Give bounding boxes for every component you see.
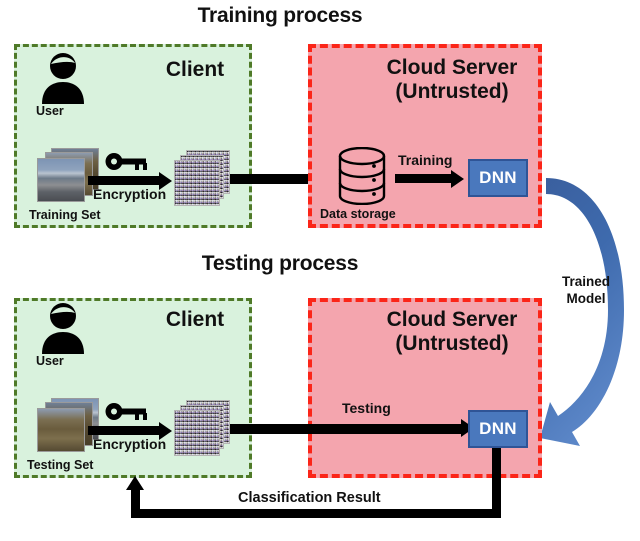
training-server-title-line1: Cloud Server <box>386 56 518 79</box>
training-dnn-box[interactable]: DNN <box>468 159 528 197</box>
training-client-title: Client <box>165 58 225 81</box>
training-server-title: Cloud Server (Untrusted) <box>368 56 536 104</box>
training-arrow-head <box>451 169 464 188</box>
key-icon <box>105 152 147 176</box>
training-data-storage-label: Data storage <box>320 207 396 221</box>
trained-model-label: Trained Model <box>556 274 616 308</box>
training-user-label: User <box>36 104 64 118</box>
trained-model-curved-arrow <box>540 178 624 446</box>
testing-client-title: Client <box>165 308 225 331</box>
training-arrow-shaft <box>395 174 452 183</box>
trained-model-label-line1: Trained <box>561 274 610 289</box>
training-encryption-arrow-head <box>159 171 172 190</box>
testing-server-box <box>308 298 542 478</box>
testing-upload-arrow-shaft <box>230 424 462 434</box>
classification-result-arrow-head <box>126 476 144 490</box>
database-cylinder-icon <box>336 146 388 210</box>
classification-result-horizontal <box>131 509 501 518</box>
classification-result-label: Classification Result <box>238 490 381 506</box>
testing-server-title-line1: Cloud Server <box>386 308 518 331</box>
testing-user-label: User <box>36 354 64 368</box>
training-upload-arrow-shaft <box>230 174 330 184</box>
testing-encryption-label: Encryption <box>93 436 167 452</box>
trained-model-label-line2: Model <box>566 290 606 306</box>
training-encrypted-noise-stack-icon <box>172 150 244 212</box>
training-process-title: Training process <box>197 4 363 27</box>
testing-process-arrow-label: Testing <box>342 400 391 416</box>
testing-set-label: Testing Set <box>27 458 94 472</box>
training-encryption-label: Encryption <box>93 186 167 202</box>
testing-server-title-line2: (Untrusted) <box>395 331 509 355</box>
user-avatar-icon <box>36 302 90 359</box>
training-server-box <box>308 44 542 228</box>
testing-encryption-arrow-head <box>159 421 172 440</box>
training-set-label: Training Set <box>29 208 101 222</box>
testing-encrypted-noise-stack-icon <box>172 400 244 462</box>
classification-result-vertical-up <box>131 488 140 516</box>
training-set-photo-stack-icon <box>33 148 103 206</box>
testing-process-title: Testing process <box>201 252 359 275</box>
key-icon <box>105 402 147 426</box>
testing-encryption-arrow-shaft <box>88 426 160 435</box>
training-process-arrow-label: Training <box>398 152 453 168</box>
training-encryption-arrow-shaft <box>88 176 160 185</box>
testing-server-title: Cloud Server (Untrusted) <box>368 308 536 356</box>
user-avatar-icon <box>36 52 90 109</box>
training-server-title-line2: (Untrusted) <box>395 79 509 103</box>
testing-dnn-box[interactable]: DNN <box>468 410 528 448</box>
classification-result-vertical-down <box>492 448 501 518</box>
